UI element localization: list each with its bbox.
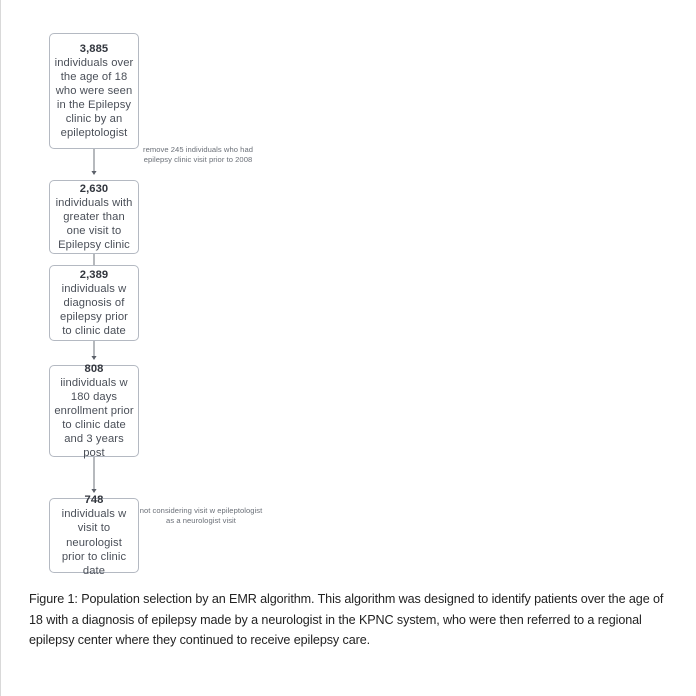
flow-node-2-count: 2,630: [79, 182, 109, 195]
flow-node-2[interactable]: 2,630 individuals with greater than one …: [49, 180, 139, 254]
flow-node-1[interactable]: 3,885 individuals over the age of 18 who…: [49, 33, 139, 149]
flow-node-1-count: 3,885: [79, 42, 109, 55]
flow-node-1-description: individuals over the age of 18 who were …: [54, 56, 134, 140]
figure-caption: Figure 1: Population selection by an EMR…: [29, 592, 664, 647]
flow-node-5[interactable]: 748 individuals w visit to neurologist p…: [49, 494, 139, 577]
flow-node-3-count: 2,389: [79, 268, 109, 281]
flow-node-3[interactable]: 2,389 individuals w diagnosis of epileps…: [49, 265, 139, 341]
flow-node-4-description: iindividuals w 180 days enrollment prior…: [54, 376, 134, 460]
flow-node-5-count: 748: [84, 494, 104, 507]
flow-annotation-2: not considering visit w epileptologist a…: [139, 506, 263, 525]
flow-node-5-description: individuals w visit to neurologist prior…: [61, 508, 127, 577]
flow-node-3-description: individuals w diagnosis of epilepsy prio…: [60, 282, 128, 338]
flow-node-2-description: individuals with greater than one visit …: [55, 196, 133, 252]
flow-node-4[interactable]: 808 iindividuals w 180 days enrollment p…: [49, 362, 139, 459]
flow-node-4-count: 808: [84, 362, 104, 375]
flow-annotation-1: remove 245 individuals who had epilepsy …: [143, 145, 253, 164]
